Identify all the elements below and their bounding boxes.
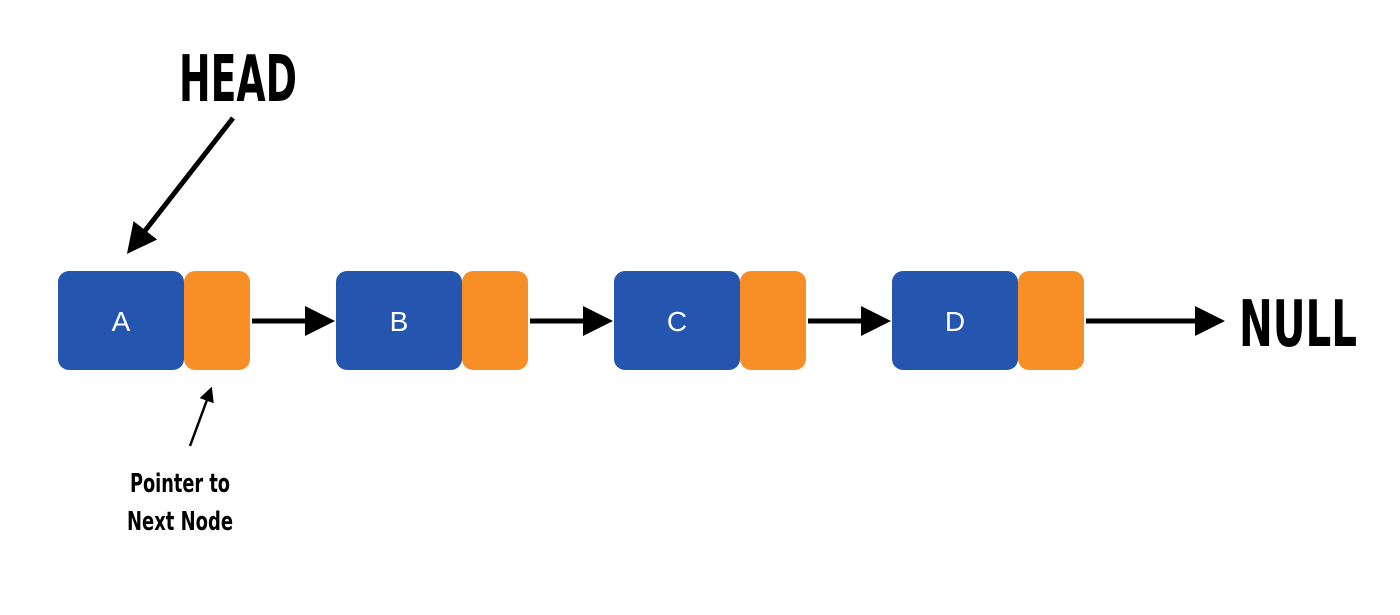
null-label: NULL	[1239, 288, 1357, 362]
node-b-data-block	[336, 271, 462, 370]
head-label: HEAD	[179, 43, 297, 117]
node-d-data-block	[892, 271, 1018, 370]
node-c-data-block	[614, 271, 740, 370]
node-c-pointer-block	[740, 271, 806, 370]
node-d: D	[892, 271, 1084, 370]
node-c-label: C	[667, 306, 687, 337]
node-b: B	[336, 271, 528, 370]
pointer-caption-line-2: Next Node	[127, 507, 233, 537]
head-arrow	[126, 116, 235, 254]
node-a-pointer-block	[184, 271, 250, 370]
pointer-caption-line-1: Pointer to	[130, 469, 230, 499]
node-d-pointer-block	[1018, 271, 1084, 370]
pointer-caption-arrow	[188, 386, 214, 447]
node-a-label: A	[112, 306, 131, 337]
node-a: A	[58, 271, 250, 370]
node-d-label: D	[945, 306, 965, 337]
node-c: C	[614, 271, 806, 370]
node-b-pointer-block	[462, 271, 528, 370]
node-a-data-block	[58, 271, 184, 370]
node-b-label: B	[390, 306, 409, 337]
